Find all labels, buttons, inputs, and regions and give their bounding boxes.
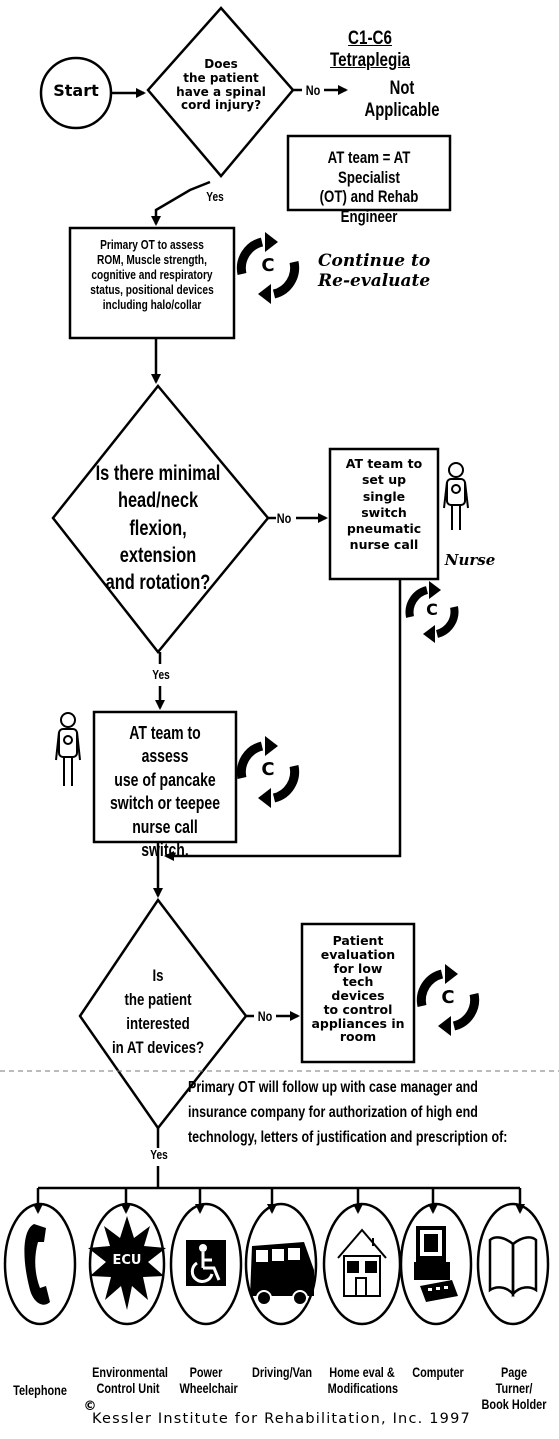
no-label: No [276, 510, 292, 526]
van-icon [250, 1242, 314, 1306]
telephone-oval [3, 1202, 77, 1326]
yes-label: Yes [150, 1147, 168, 1162]
house-icon [337, 1228, 387, 1297]
van-oval [244, 1202, 318, 1326]
ecu-badge: ECU [112, 1253, 142, 1268]
no-label: No [305, 82, 321, 98]
yes-label: Yes [152, 667, 170, 682]
wheelchair-oval [169, 1202, 243, 1326]
person-icon [55, 712, 81, 786]
book-oval [476, 1202, 550, 1326]
ecu-icon [88, 1216, 166, 1310]
wheelchair-icon [186, 1240, 226, 1286]
interested-question: Is the patient interested in AT devices? [111, 966, 205, 1058]
nurse-label: Nurse [444, 551, 496, 569]
cycle-letter: C [426, 600, 438, 619]
device-label-ecu: Environmental Control Unit [92, 1364, 168, 1397]
yes-label: Yes [206, 189, 224, 204]
spinal-question: Does the patient have a spinal cord inju… [176, 57, 266, 113]
cycle-letter: C [261, 759, 275, 780]
primary-ot-box [68, 226, 236, 340]
device-label-house: Home eval & Modifications [327, 1364, 399, 1397]
cycle-letter: C [261, 255, 275, 276]
continue-reevaluate: Continue to Re-evaluate [318, 251, 431, 291]
computer-oval [399, 1202, 473, 1326]
head-neck-decision [51, 384, 270, 654]
at-team-note-box [286, 134, 452, 212]
single-switch-box [328, 447, 440, 581]
spinal-cord-decision [146, 6, 295, 178]
low-tech-text: Patient evaluation for low tech devices … [311, 933, 405, 1045]
cycle-icon [405, 581, 459, 643]
cycle-icon [416, 964, 480, 1036]
ecu-oval [88, 1202, 166, 1326]
telephone-icon [24, 1224, 50, 1305]
not-applicable: Not Applicable [364, 78, 440, 121]
no-label: No [257, 1008, 273, 1024]
merge-arrow [164, 579, 402, 861]
book-icon [488, 1236, 538, 1298]
device-label-computer: Computer [412, 1364, 464, 1380]
single-switch-text: AT team to set up single switch pneumati… [345, 456, 423, 553]
yes-arrow-1 [151, 180, 211, 226]
copyright-text: Kessler Institute for Rehabilitation, In… [92, 1411, 471, 1427]
copyright-symbol: © [83, 1399, 97, 1414]
start-node [39, 56, 113, 130]
house-oval [322, 1202, 402, 1326]
cycle-icon [236, 736, 300, 808]
primary-ot-text: Primary OT to assess ROM, Muscle strengt… [90, 237, 214, 312]
pancake-switch-text: AT team to assess use of pancake switch … [109, 723, 221, 860]
start-label: Start [53, 81, 99, 100]
device-label-book: Page Turner/ Book Holder [481, 1364, 547, 1413]
person-icon [443, 462, 469, 530]
device-label-telephone: Telephone [13, 1382, 67, 1398]
cycle-icon [236, 232, 300, 304]
pancake-switch-box [92, 710, 238, 844]
cycle-letter: C [441, 987, 455, 1008]
computer-icon [414, 1226, 458, 1302]
diagram-title: C1-C6 Tetraplegia [330, 28, 410, 71]
device-label-wheelchair: Power Wheelchair [179, 1364, 238, 1397]
low-tech-box [300, 922, 416, 1064]
follow-up-text: Primary OT will follow up with case mana… [188, 1079, 508, 1146]
device-label-van: Driving/Van [251, 1364, 313, 1380]
at-team-note: AT team = AT Specialist (OT) and Rehab E… [319, 148, 419, 226]
head-neck-question: Is there minimal head/neck flexion, exte… [95, 462, 221, 595]
